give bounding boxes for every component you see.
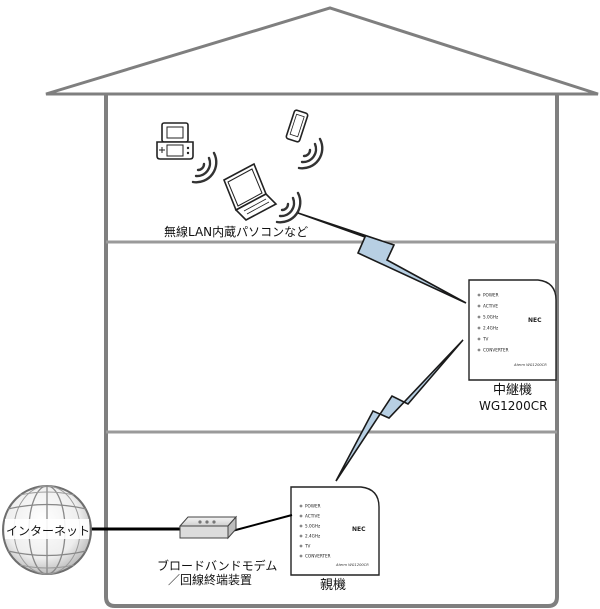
modem-label-line1: ブロードバンドモデム bbox=[157, 558, 277, 573]
repeater-led-list: POWER ACTIVE 5.0GHz 2.4GHz TV CONVERTER bbox=[477, 293, 509, 353]
led-label: ACTIVE bbox=[305, 514, 320, 519]
led-label: 2.4GHz bbox=[305, 534, 321, 539]
modem-device bbox=[178, 515, 238, 540]
led-label: CONVERTER bbox=[305, 554, 331, 559]
house-walls bbox=[104, 94, 559, 608]
parent-router-label: 親機 bbox=[320, 578, 346, 593]
product-logo: Aterm WG1200CR bbox=[513, 363, 547, 367]
internet-globe-icon bbox=[2, 485, 92, 575]
led-label: 5.0GHz bbox=[305, 524, 321, 529]
led-label: TV bbox=[304, 544, 311, 549]
wireless-link-bolt bbox=[335, 339, 464, 482]
parent-router-led-list: POWER ACTIVE 5.0GHz 2.4GHz TV CONVERTER bbox=[299, 504, 331, 559]
led-label: TV bbox=[482, 337, 489, 342]
wireless-devices-label: 無線LAN内蔵パソコンなど bbox=[164, 224, 308, 239]
game-console-icon bbox=[156, 122, 194, 160]
internet-label: インターネット bbox=[6, 524, 90, 538]
parent-router-device: POWER ACTIVE 5.0GHz 2.4GHz TV CONVERTER … bbox=[290, 486, 380, 576]
led-label: ACTIVE bbox=[483, 304, 498, 309]
led-label: POWER bbox=[305, 504, 321, 509]
wifi-signal-icon bbox=[275, 191, 302, 224]
smartphone-icon bbox=[285, 109, 309, 143]
house bbox=[45, 6, 599, 608]
led-label: CONVERTER bbox=[483, 348, 509, 353]
led-label: 2.4GHz bbox=[483, 326, 499, 331]
network-cable bbox=[231, 514, 293, 532]
led-label: 5.0GHz bbox=[483, 315, 499, 320]
wireless-link-bolt bbox=[297, 212, 467, 304]
repeater-name-label: 中継機 bbox=[493, 383, 532, 398]
brand-logo: NEC bbox=[352, 526, 366, 533]
modem-label-line2: ／回線終端装置 bbox=[168, 572, 252, 587]
wifi-signal-icon bbox=[297, 137, 324, 170]
repeater-model-label: WG1200CR bbox=[479, 399, 547, 413]
wifi-signal-icon bbox=[191, 151, 218, 184]
repeater-device: POWER ACTIVE 5.0GHz 2.4GHz TV CONVERTER … bbox=[468, 279, 557, 381]
led-label: POWER bbox=[483, 293, 499, 298]
product-logo: Aterm WG1200CR bbox=[335, 563, 369, 567]
house-roof bbox=[45, 6, 599, 96]
brand-logo: NEC bbox=[528, 317, 542, 324]
laptop-icon bbox=[222, 162, 278, 221]
